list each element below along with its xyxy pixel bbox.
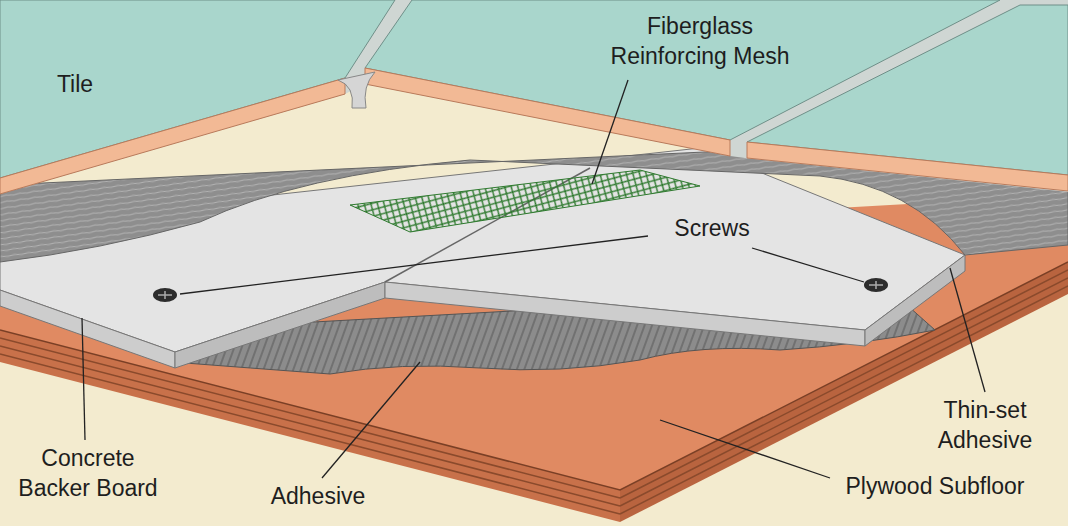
leader-line — [660, 420, 830, 478]
leader-line — [82, 318, 85, 440]
grout — [0, 0, 1068, 194]
tiles — [0, 0, 1068, 194]
part-label: Plywood Subfloor — [846, 472, 1025, 502]
tile-edge — [0, 78, 345, 194]
part-label: Tile — [57, 70, 93, 100]
leader-line — [322, 362, 420, 478]
fiberglass-mesh — [350, 170, 700, 232]
tile-edge — [747, 142, 1068, 191]
screw-symbol — [153, 288, 177, 302]
part-label: Screws — [674, 214, 749, 244]
part-label: Thin-set Adhesive — [925, 396, 1045, 456]
leader-line — [752, 248, 864, 282]
part-label: Concrete Backer Board — [13, 444, 163, 504]
screw-symbol — [864, 278, 888, 292]
board-face — [385, 282, 865, 346]
leader-line — [180, 236, 648, 294]
leader-lines — [82, 80, 985, 478]
tile-edge — [365, 68, 730, 156]
part-label: Fiberglass Reinforcing Mesh — [593, 12, 808, 72]
leader-line — [592, 80, 628, 184]
leader-line — [950, 268, 985, 392]
board-face — [0, 290, 175, 368]
board-face — [175, 282, 385, 368]
part-label: Adhesive — [271, 482, 366, 512]
grout-joint — [338, 72, 375, 108]
